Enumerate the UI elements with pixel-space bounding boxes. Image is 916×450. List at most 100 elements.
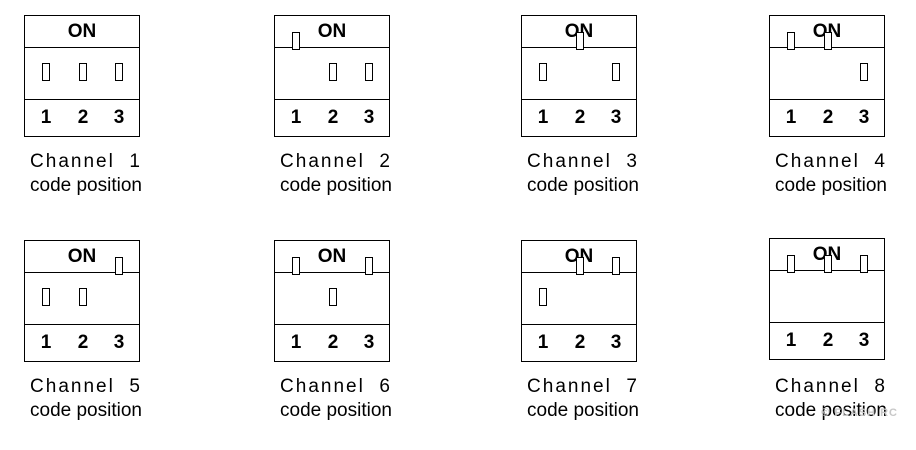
switch-number-3: 3 [113, 107, 125, 128]
dip-switch-2 [329, 63, 337, 81]
dip-switch-block: ON 1 2 3 [769, 238, 885, 360]
switch-number-1: 1 [40, 107, 52, 128]
switch-number-row: 1 2 3 [25, 99, 139, 136]
on-label: ON [25, 241, 139, 273]
switch-number-row: 1 2 3 [522, 324, 636, 361]
channel-caption: Channel 5 code position [20, 375, 152, 423]
dip-switch-3 [612, 63, 620, 81]
switch-number-row: 1 2 3 [522, 99, 636, 136]
switch-number-2: 2 [327, 107, 339, 128]
dip-switch-2 [824, 255, 832, 273]
switch-number-3: 3 [610, 332, 622, 353]
dip-switch-3 [365, 257, 373, 275]
dip-switch-2 [576, 32, 584, 50]
switch-number-1: 1 [785, 330, 797, 351]
code-position-label: code position [527, 175, 639, 196]
switch-number-3: 3 [363, 107, 375, 128]
switch-number-2: 2 [574, 332, 586, 353]
switch-number-3: 3 [610, 107, 622, 128]
dip-switch-1 [539, 63, 547, 81]
channel-label: Channel 3 [527, 151, 639, 172]
switch-number-1: 1 [290, 332, 302, 353]
channel-caption: Channel 8 code position [765, 375, 897, 423]
dip-switch-2 [824, 32, 832, 50]
dip-switch-3 [115, 63, 123, 81]
dip-switch-1 [787, 255, 795, 273]
switch-number-2: 2 [327, 332, 339, 353]
on-label: ON [275, 16, 389, 48]
channel-caption: Channel 2 code position [270, 150, 402, 198]
switch-number-2: 2 [822, 330, 834, 351]
switch-number-1: 1 [537, 332, 549, 353]
dip-switch-3 [860, 63, 868, 81]
channel-4-panel: ON 1 2 3 Channel 4 code position [769, 15, 916, 225]
channel-caption: Channel 3 code position [517, 150, 649, 198]
dip-switch-2 [329, 288, 337, 306]
dip-switch-block: ON 1 2 3 [24, 240, 140, 362]
switch-number-1: 1 [290, 107, 302, 128]
dip-switch-2 [576, 257, 584, 275]
dip-switch-1 [787, 32, 795, 50]
dip-switch-block: ON 1 2 3 [521, 240, 637, 362]
dip-switch-3 [860, 255, 868, 273]
channel-caption: Channel 1 code position [20, 150, 152, 198]
code-position-label: code position [280, 400, 392, 421]
switch-number-3: 3 [858, 107, 870, 128]
channel-caption: Channel 6 code position [270, 375, 402, 423]
code-position-label: code position [280, 175, 392, 196]
dip-switch-block: ON 1 2 3 [24, 15, 140, 137]
switch-number-2: 2 [822, 107, 834, 128]
dip-switch-1 [42, 288, 50, 306]
channel-label: Channel 1 [30, 151, 142, 172]
channel-label: Channel 8 [775, 376, 887, 397]
code-position-label: code position [527, 400, 639, 421]
code-position-label: code position [775, 400, 887, 421]
channel-label: Channel 2 [280, 151, 392, 172]
switch-number-row: 1 2 3 [275, 324, 389, 361]
switch-number-1: 1 [537, 107, 549, 128]
dip-switch-3 [115, 257, 123, 275]
on-label: ON [25, 16, 139, 48]
dip-switch-block: ON 1 2 3 [274, 15, 390, 137]
dip-switch-3 [365, 63, 373, 81]
dip-switch-2 [79, 288, 87, 306]
dip-switch-1 [539, 288, 547, 306]
switch-number-1: 1 [785, 107, 797, 128]
dip-switch-1 [42, 63, 50, 81]
channel-6-panel: ON 1 2 3 Channel 6 code position [274, 240, 454, 450]
channel-8-panel: ON 1 2 3 Channel 8 code position [769, 238, 916, 448]
channel-2-panel: ON 1 2 3 Channel 2 code position [274, 15, 454, 225]
channel-label: Channel 4 [775, 151, 887, 172]
switch-number-1: 1 [40, 332, 52, 353]
on-label: ON [275, 241, 389, 273]
switch-number-2: 2 [77, 332, 89, 353]
code-position-label: code position [775, 175, 887, 196]
channel-5-panel: ON 1 2 3 Channel 5 code position [24, 240, 204, 450]
dip-switch-1 [292, 32, 300, 50]
switch-number-2: 2 [574, 107, 586, 128]
switch-number-row: 1 2 3 [770, 322, 884, 359]
channel-caption: Channel 4 code position [765, 150, 897, 198]
switch-number-3: 3 [363, 332, 375, 353]
switch-number-2: 2 [77, 107, 89, 128]
channel-1-panel: ON 1 2 3 Channel 1 code position [24, 15, 204, 225]
dip-switch-block: ON 1 2 3 [521, 15, 637, 137]
dip-switch-2 [79, 63, 87, 81]
channel-7-panel: ON 1 2 3 Channel 7 code position [521, 240, 701, 450]
switch-number-row: 1 2 3 [25, 324, 139, 361]
channel-label: Channel 6 [280, 376, 392, 397]
dip-switch-block: ON 1 2 3 [274, 240, 390, 362]
code-position-label: code position [30, 400, 142, 421]
switch-number-3: 3 [858, 330, 870, 351]
dip-switch-block: ON 1 2 3 [769, 15, 885, 137]
channel-label: Channel 5 [30, 376, 142, 397]
switch-number-row: 1 2 3 [275, 99, 389, 136]
code-position-label: code position [30, 175, 142, 196]
switch-number-3: 3 [113, 332, 125, 353]
channel-caption: Channel 7 code position [517, 375, 649, 423]
dip-switch-1 [292, 257, 300, 275]
switch-number-row: 1 2 3 [770, 99, 884, 136]
dip-switch-3 [612, 257, 620, 275]
channel-3-panel: ON 1 2 3 Channel 3 code position [521, 15, 701, 225]
watermark: © FLASH RC [821, 407, 898, 419]
